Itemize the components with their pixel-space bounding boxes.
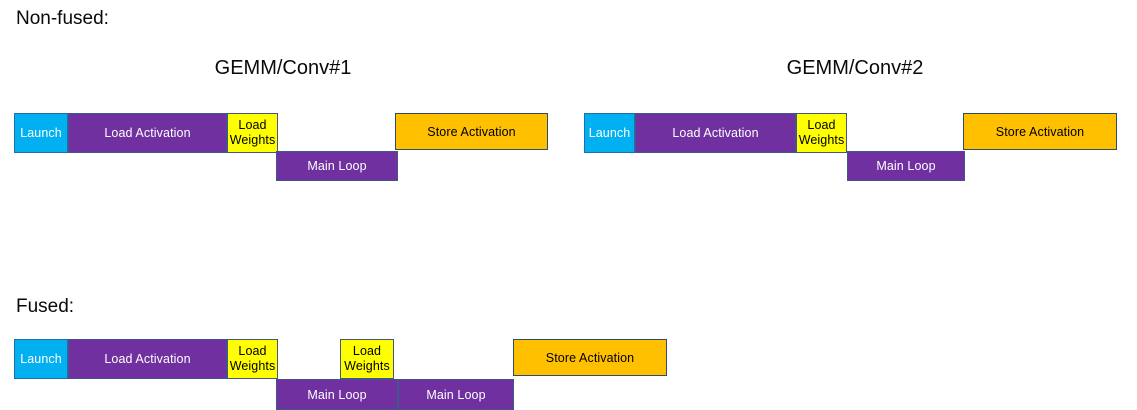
- timeline-bar-label: Main Loop: [307, 159, 367, 173]
- timeline-bar-nf-loadwt-1: Load Weights: [227, 113, 278, 153]
- timeline-bar-f-mainloop-2: Main Loop: [398, 379, 514, 410]
- group-title-gemm-conv-2: GEMM/Conv#2: [786, 57, 924, 79]
- timeline-bar-label: Main Loop: [307, 387, 367, 402]
- timeline-bar-nf-loadwt-2: Load Weights: [796, 113, 847, 153]
- timeline-bar-label: Main Loop: [426, 387, 486, 402]
- timeline-bar-label: Load Weights: [229, 344, 276, 373]
- timeline-bar-nf-mainloop-1: Main Loop: [276, 151, 398, 181]
- timeline-bar-label: Load Weights: [229, 118, 276, 147]
- timeline-bar-nf-launch-2: Launch: [584, 113, 635, 153]
- timeline-bar-label: Load Weights: [798, 118, 845, 147]
- timeline-bar-nf-storeact-1: Store Activation: [395, 113, 548, 150]
- timeline-bar-nf-mainloop-2: Main Loop: [847, 151, 965, 181]
- timeline-bar-label: Store Activation: [427, 124, 516, 139]
- timeline-bar-label: Launch: [20, 126, 62, 140]
- group-title-gemm-conv-1: GEMM/Conv#1: [214, 57, 352, 79]
- timeline-bar-f-loadwt-1: Load Weights: [227, 339, 278, 379]
- timeline-bar-f-loadwt-2: Load Weights: [340, 339, 394, 379]
- timeline-bar-label: Load Weights: [344, 344, 390, 373]
- timeline-bar-label: Store Activation: [545, 350, 635, 365]
- timeline-bar-label: Launch: [20, 352, 62, 366]
- section-label-non-fused: Non-fused:: [16, 8, 109, 29]
- timeline-bar-label: Load Activation: [104, 352, 191, 366]
- timeline-bar-f-loadact-1: Load Activation: [68, 339, 227, 379]
- timeline-bar-nf-launch-1: Launch: [14, 113, 68, 153]
- timeline-bar-label: Load Activation: [104, 126, 191, 140]
- timeline-bar-nf-loadact-2: Load Activation: [635, 113, 796, 153]
- section-label-fused: Fused:: [16, 296, 75, 317]
- timeline-bar-f-launch-1: Launch: [14, 339, 68, 379]
- timeline-bar-nf-loadact-1: Load Activation: [68, 113, 227, 153]
- timeline-bar-label: Launch: [588, 126, 631, 140]
- timeline-bar-label: Store Activation: [995, 124, 1085, 139]
- timeline-bar-f-mainloop-1: Main Loop: [276, 379, 398, 410]
- timeline-bar-label: Load Activation: [672, 126, 759, 140]
- timeline-bar-label: Main Loop: [876, 159, 936, 173]
- timeline-bar-nf-storeact-2: Store Activation: [963, 113, 1117, 150]
- timeline-bar-f-storeact-1: Store Activation: [513, 339, 667, 376]
